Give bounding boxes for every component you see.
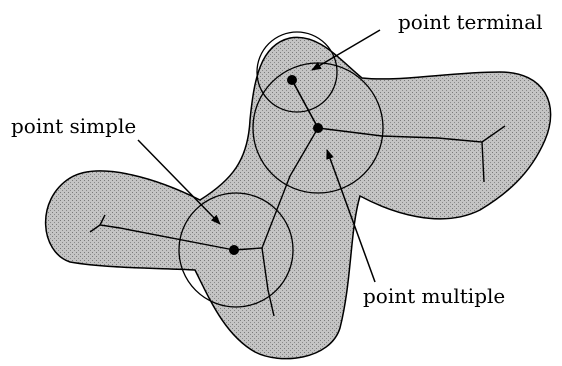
arrow-multiple [326, 149, 376, 283]
label-point-simple: point simple [11, 114, 137, 138]
terminal-point [287, 75, 297, 85]
disc-terminal [256, 31, 338, 113]
shaded-region [44, 36, 552, 360]
arrow-simple [137, 139, 221, 225]
disc-simple [178, 192, 294, 308]
skeleton [89, 79, 506, 317]
label-point-terminal: point terminal [398, 10, 543, 34]
multiple-point [313, 123, 323, 133]
simple-point [229, 245, 239, 255]
arrow-terminal [311, 29, 381, 71]
label-point-multiple: point multiple [363, 284, 506, 308]
